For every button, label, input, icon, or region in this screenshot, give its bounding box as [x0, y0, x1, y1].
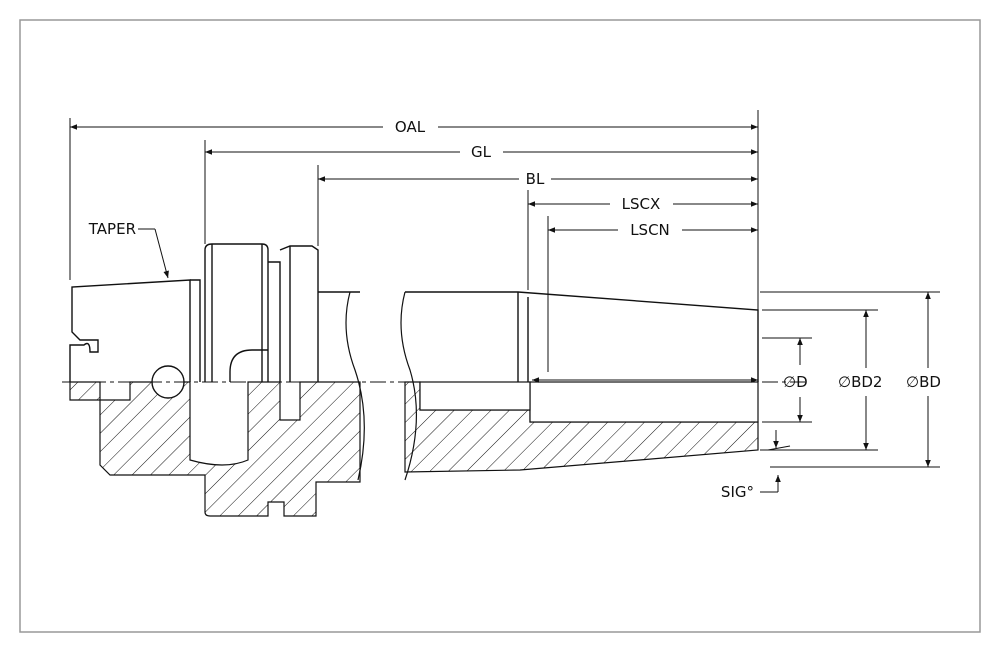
bl-label: BL: [526, 170, 545, 188]
break-lines: [345, 291, 418, 481]
gl-label: GL: [471, 143, 492, 161]
dimensions: [69, 110, 940, 493]
bd-label: ∅BD: [906, 373, 941, 391]
drawing-border: [19, 19, 981, 633]
taper-label: TAPER: [88, 220, 136, 238]
bore: [529, 381, 759, 423]
bd2-label: ∅BD2: [838, 373, 882, 391]
bore-relief: [419, 381, 531, 411]
sectioned-body: [69, 381, 759, 517]
lscn-label: LSCN: [630, 221, 670, 239]
lscx-label: LSCX: [622, 195, 661, 213]
shank-hatch: [69, 381, 361, 517]
sig-label: SIG°: [721, 483, 754, 501]
d-label: ∅D: [783, 373, 808, 391]
oal-label: OAL: [395, 118, 426, 136]
upper-outline: [69, 243, 759, 399]
